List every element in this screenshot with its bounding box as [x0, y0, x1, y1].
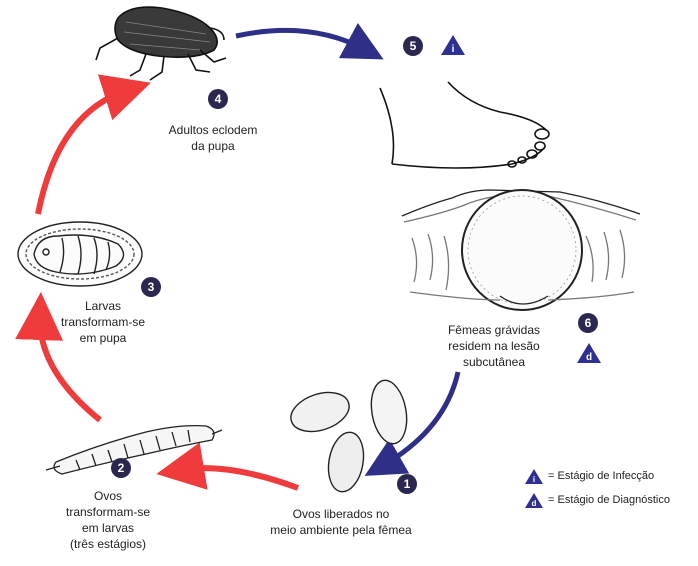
arrow-4-to-5 — [236, 30, 366, 50]
adult-flea-illustration — [96, 7, 226, 80]
arrow-1-to-2 — [180, 468, 298, 488]
stage-6-badge: 6 — [578, 313, 598, 333]
stage-6-label: Fêmeas grávidas residem na lesão subcutâ… — [428, 322, 560, 370]
legend-infection-marker: i — [524, 468, 544, 485]
legend-diagnostic-text: = Estágio de Diagnóstico — [548, 494, 670, 506]
eggs-illustration — [286, 378, 411, 495]
stage-3-badge: 3 — [141, 277, 161, 297]
legend-diagnostic-letter: d — [524, 499, 544, 508]
diagnostic-stage-marker: d — [576, 342, 602, 364]
legend-infection-text: = Estágio de Infecção — [548, 470, 654, 482]
stage-2-label: Ovos transformam-se em larvas (três está… — [48, 488, 168, 552]
stage-4-badge: 4 — [208, 89, 228, 109]
stage-3-label: Larvas transformam-se em pupa — [44, 298, 162, 346]
pupa-cocoon-illustration — [18, 222, 142, 286]
arrow-3-to-4 — [38, 90, 128, 214]
diagnostic-marker-letter: d — [576, 352, 602, 363]
legend-infection-letter: i — [524, 475, 544, 484]
skin-lesion-illustration — [402, 190, 640, 310]
stage-4-label: Adultos eclodem da pupa — [150, 122, 276, 154]
infection-marker-letter: i — [440, 44, 466, 55]
legend-diagnostic-marker: d — [524, 492, 544, 509]
stage-2-badge: 2 — [111, 458, 131, 478]
human-foot-illustration — [380, 82, 549, 168]
stage-5-badge: 5 — [403, 36, 423, 56]
stage-1-label: Ovos liberados no meio ambiente pela fêm… — [262, 506, 420, 538]
infection-stage-marker: i — [440, 34, 466, 56]
stage-1-badge: 1 — [397, 474, 417, 494]
